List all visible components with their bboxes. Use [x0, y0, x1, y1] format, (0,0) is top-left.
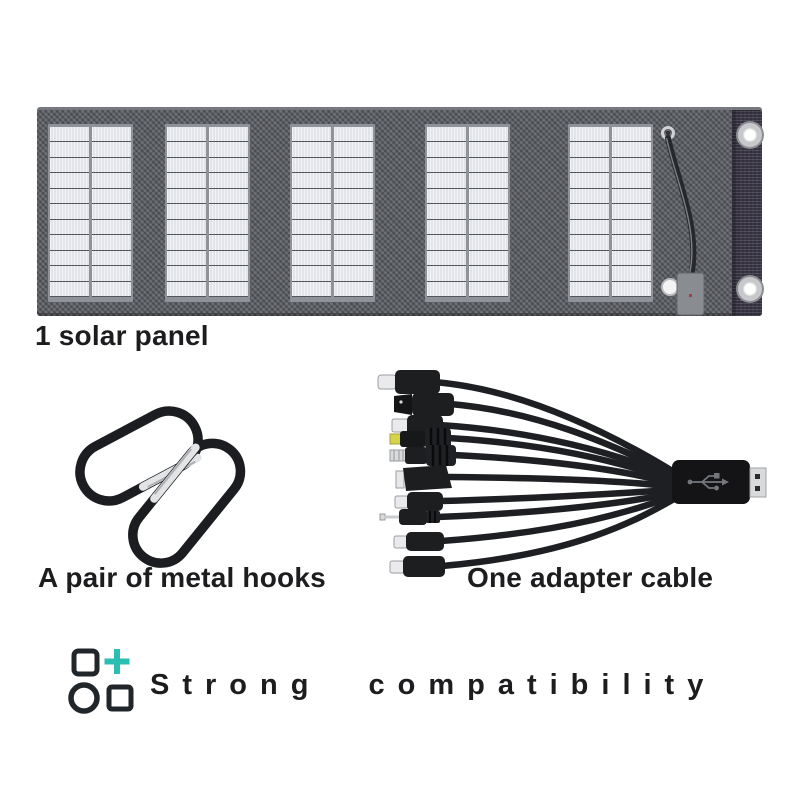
slogan-text: Strong compatibility — [150, 669, 717, 701]
metal-hooks-label: A pair of metal hooks — [38, 562, 326, 593]
output-cable — [665, 135, 697, 279]
solar-cell-group — [290, 124, 375, 302]
compatibility-shapes-icon — [68, 648, 134, 714]
panel-usb-lead — [661, 126, 705, 316]
plug-dc-pin — [379, 509, 440, 525]
adapter-cable-label: One adapter cable — [467, 562, 714, 593]
snap-button — [661, 278, 679, 296]
plug-usb-c — [377, 370, 440, 394]
circle-outline-icon — [68, 682, 100, 714]
led-indicator — [689, 294, 692, 297]
carabiner-2 — [128, 438, 246, 568]
grommet-top — [738, 123, 762, 147]
solar-cell-group — [48, 124, 133, 302]
solar-cell-group — [425, 124, 510, 302]
solar-cell-group — [568, 124, 653, 302]
plug-usb-small — [394, 492, 443, 511]
solar-cell-group — [165, 124, 250, 302]
usb-a-connector — [672, 460, 767, 504]
cable-strands — [430, 378, 678, 570]
adapter-cable-image — [377, 370, 767, 577]
grommet-bottom — [738, 277, 762, 301]
metal-hooks-image — [75, 406, 246, 568]
carabiner-gate — [150, 443, 200, 503]
plug-micro-usb-2 — [389, 556, 445, 577]
plug-mini-usb-2 — [393, 532, 444, 551]
usb-icon — [687, 473, 729, 491]
solar-panel-image — [37, 107, 762, 316]
plug-dc-threaded — [389, 445, 456, 466]
solar-panel-label: 1 solar panel — [35, 320, 209, 351]
plug-mini-usb — [394, 393, 454, 416]
plug-dc-yellow-tip — [389, 428, 451, 449]
plus-icon — [104, 649, 130, 674]
square-outline-icon — [71, 648, 100, 677]
square-outline-icon — [106, 684, 134, 712]
plug-wide-dock — [395, 465, 452, 491]
